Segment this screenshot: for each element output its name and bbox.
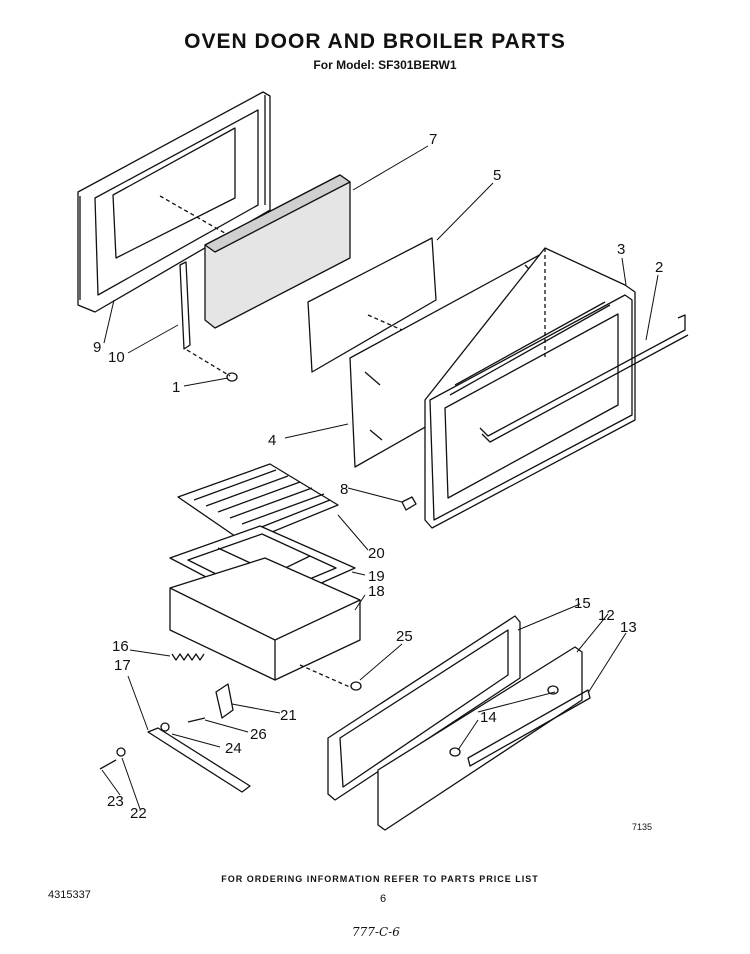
callout-4: 4 bbox=[268, 432, 276, 449]
part-16-spring bbox=[171, 653, 205, 661]
part-1-screw bbox=[226, 372, 238, 382]
part-25-screw bbox=[350, 681, 362, 691]
part-21-bracket bbox=[215, 683, 234, 719]
callout-26: 26 bbox=[250, 726, 267, 743]
callout-24: 24 bbox=[225, 740, 242, 757]
callout-17: 17 bbox=[114, 657, 131, 674]
callout-16: 16 bbox=[112, 638, 129, 655]
callout-19: 19 bbox=[368, 568, 385, 585]
part-9-door-frame bbox=[77, 91, 271, 313]
part-14-screw bbox=[449, 747, 461, 757]
part-15-drawer-panel bbox=[327, 615, 521, 801]
part-26-screw bbox=[187, 717, 206, 723]
part-8-clip bbox=[401, 496, 417, 511]
part-23-screw bbox=[99, 759, 117, 770]
callout-1: 1 bbox=[172, 379, 180, 396]
part-17-slide-rail bbox=[147, 722, 251, 793]
callout-13: 13 bbox=[620, 619, 637, 636]
callout-8: 8 bbox=[340, 481, 348, 498]
handwritten-note: 777-C-6 bbox=[352, 925, 400, 939]
page-number: 6 bbox=[380, 893, 387, 905]
part-20-broiler-grid bbox=[177, 463, 339, 544]
callout-20: 20 bbox=[368, 545, 385, 562]
part-18-pan-support bbox=[169, 557, 361, 681]
callout-3: 3 bbox=[617, 241, 625, 258]
callout-10: 10 bbox=[108, 349, 125, 366]
callout-21: 21 bbox=[280, 707, 297, 724]
page-title: OVEN DOOR AND BROILER PARTS bbox=[184, 30, 566, 53]
callout-25: 25 bbox=[396, 628, 413, 645]
callout-22: 22 bbox=[130, 805, 147, 822]
callout-2: 2 bbox=[655, 259, 663, 276]
part-5-inner-glass bbox=[307, 237, 437, 373]
part-13-drawer-handle bbox=[467, 689, 591, 767]
part-22-washer bbox=[116, 747, 126, 757]
callout-7: 7 bbox=[429, 131, 437, 148]
part-14-screw bbox=[547, 685, 559, 695]
drawing-code: 7135 bbox=[632, 822, 653, 832]
part-3-outer-door-panel bbox=[424, 247, 636, 529]
ordering-note: FOR ORDERING INFORMATION REFER TO PARTS … bbox=[221, 874, 539, 884]
callout-12: 12 bbox=[598, 607, 615, 624]
part-12-drawer-front bbox=[377, 646, 583, 831]
document-number: 4315337 bbox=[48, 889, 91, 901]
part-10-hinge-channel bbox=[179, 261, 231, 377]
callout-9: 9 bbox=[93, 339, 101, 356]
part-7-insulation bbox=[204, 174, 351, 329]
part-2-handle bbox=[479, 314, 689, 443]
callout-14: 14 bbox=[480, 709, 497, 726]
leader-lines bbox=[101, 145, 659, 810]
callout-23: 23 bbox=[107, 793, 124, 810]
callout-15: 15 bbox=[574, 595, 591, 612]
model-subtitle: For Model: SF301BERW1 bbox=[313, 58, 457, 72]
callout-18: 18 bbox=[368, 583, 385, 600]
callout-5: 5 bbox=[493, 167, 501, 184]
